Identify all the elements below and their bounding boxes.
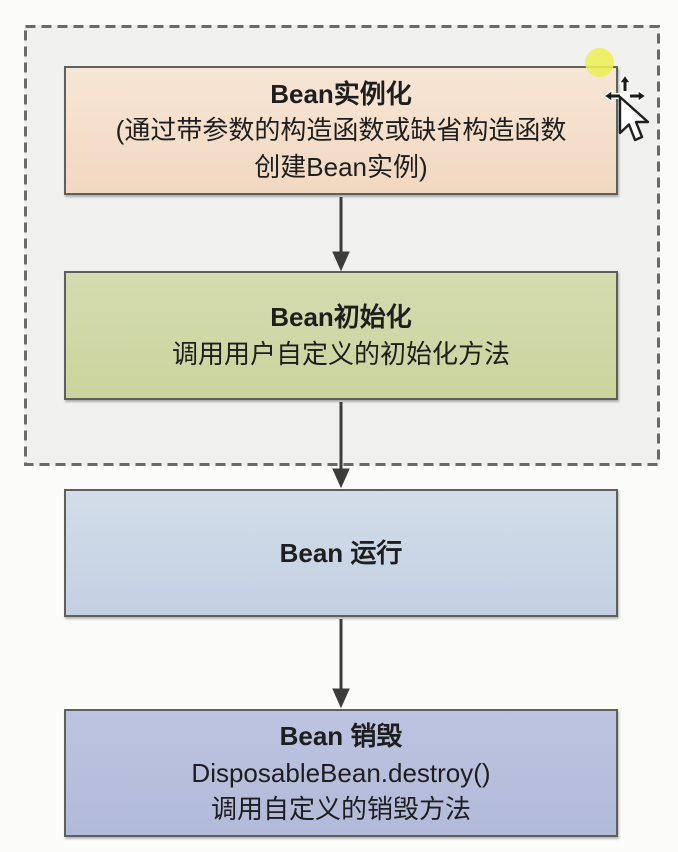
node-description: 调用用户自定义的初始化方法 [171, 338, 510, 369]
dashed-border [24, 25, 660, 466]
highlight-dot [585, 48, 614, 77]
node-bean-destruction: Bean 销毁 DisposableBean.destroy() 调用自定义的销… [64, 709, 618, 837]
node-description: 调用自定义的销毁方法 [210, 794, 471, 825]
node-bean-instantiation: Bean实例化 (通过带参数的构造函数或缺省构造函数创建Bean实例) [64, 66, 618, 195]
node-method: DisposableBean.destroy() [191, 757, 491, 788]
node-bean-running: Bean 运行 [64, 489, 618, 617]
node-description: (通过带参数的构造函数或缺省构造函数创建Bean实例) [115, 115, 567, 182]
node-bean-initialization: Bean初始化 调用用户自定义的初始化方法 [64, 271, 618, 400]
arrow-running-to-destruction [332, 619, 350, 709]
node-title: Bean 销毁 [279, 721, 403, 752]
node-title: Bean 运行 [279, 537, 403, 568]
node-title: Bean初始化 [270, 302, 412, 333]
node-title: Bean实例化 [270, 78, 412, 109]
pointer-cursor-icon [618, 95, 650, 142]
